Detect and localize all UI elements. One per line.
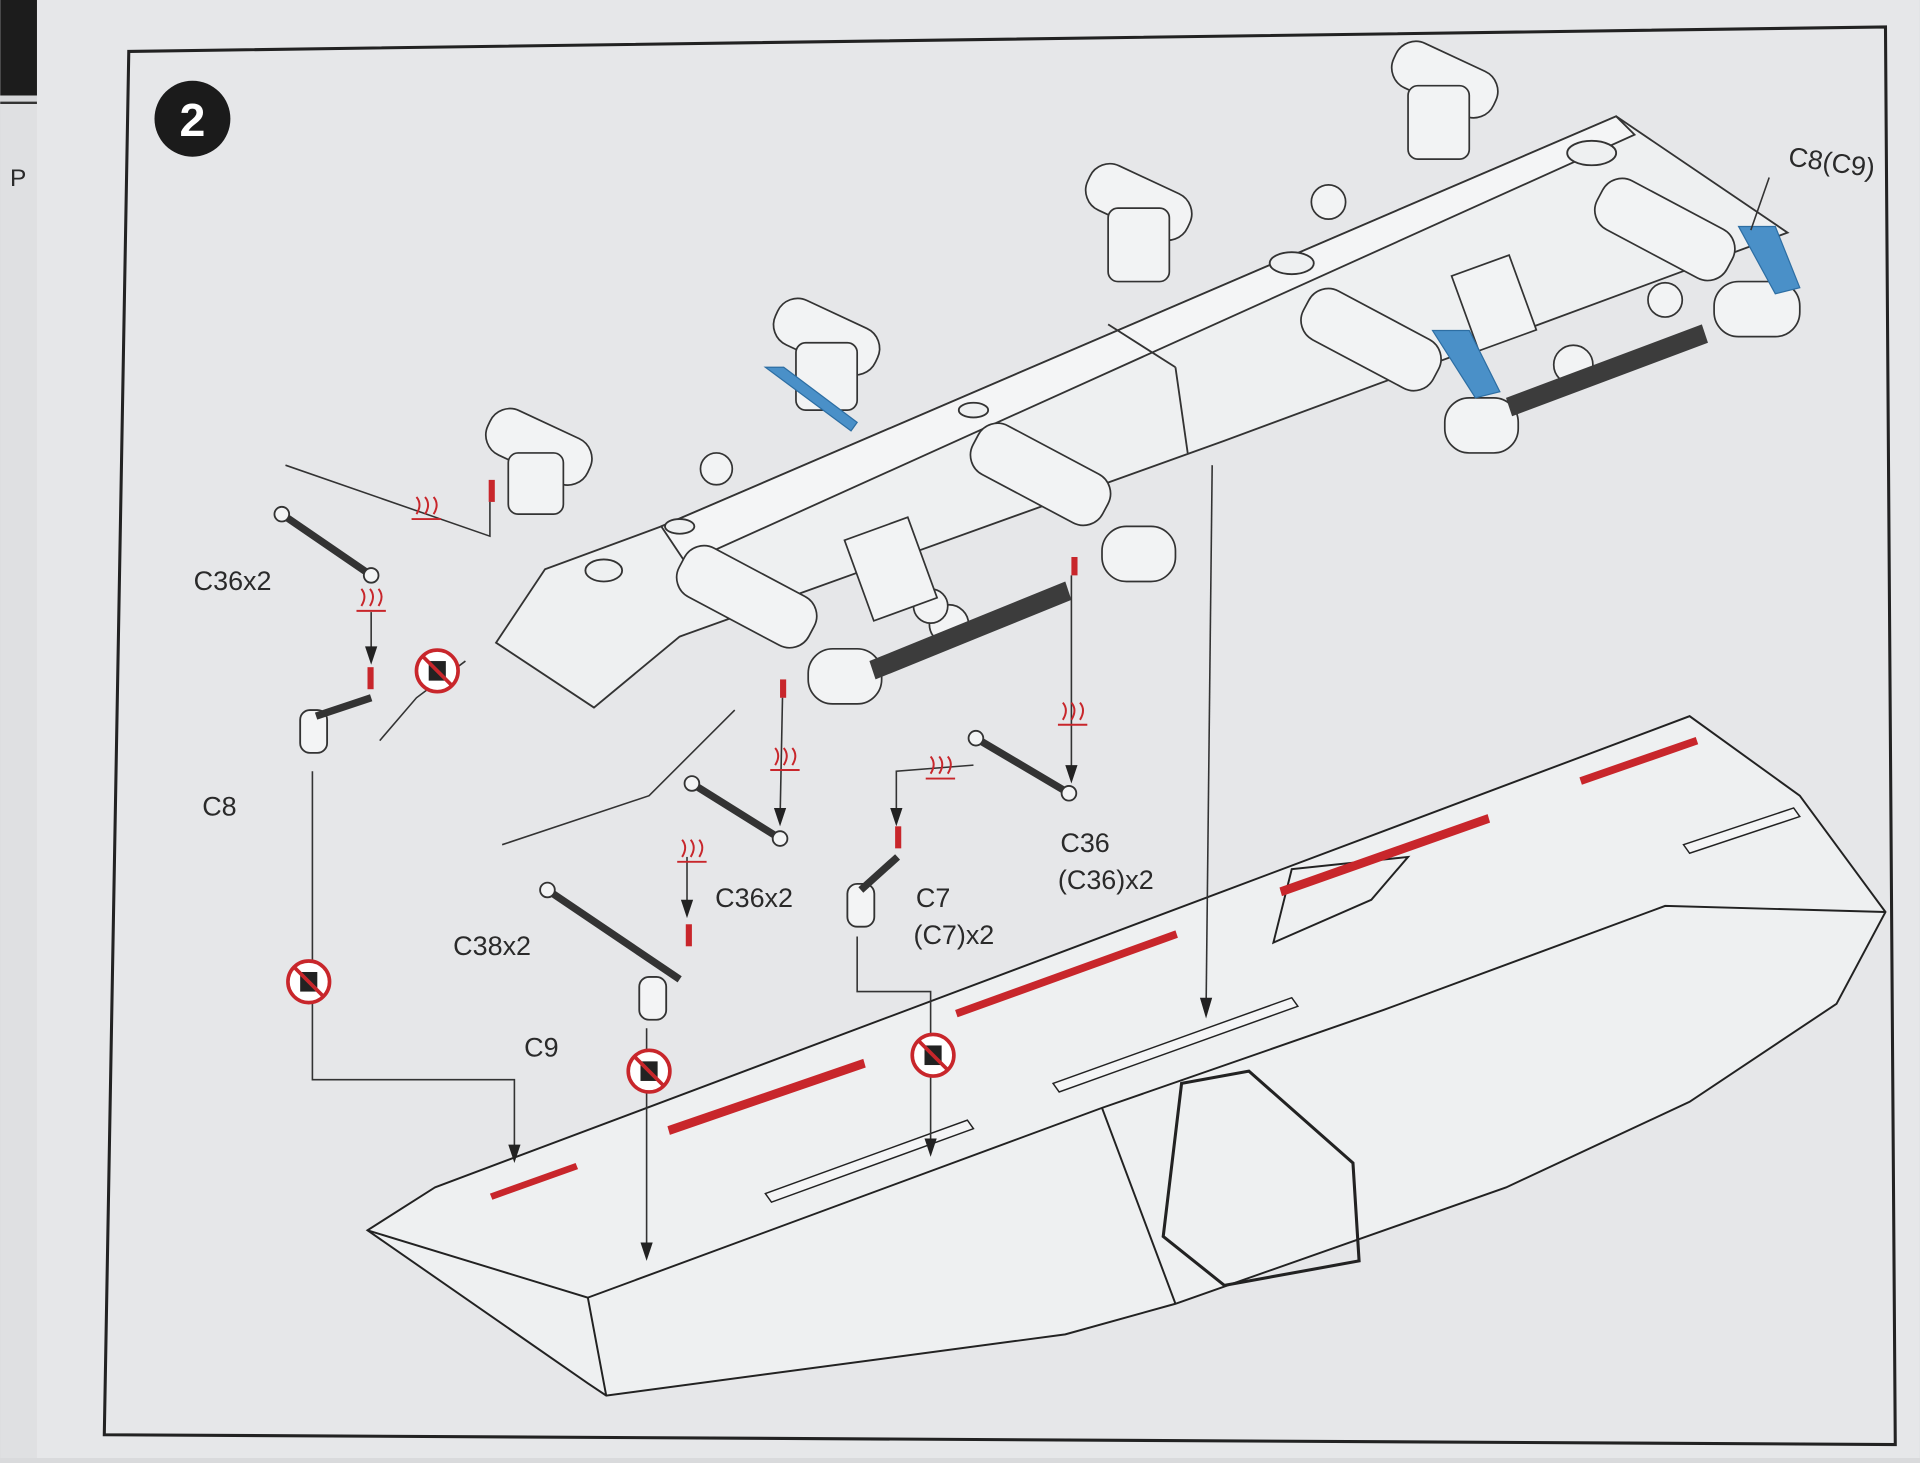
hull-strips — [764, 807, 1801, 1204]
chassis-beam — [494, 115, 1790, 709]
label-c36x2-paren: (C36)x2 — [1058, 865, 1154, 895]
step-number: 2 — [180, 94, 206, 146]
label-c36x2-top: C36x2 — [194, 566, 272, 596]
label-c38x2: C38x2 — [453, 931, 531, 961]
step-frame — [102, 25, 1897, 1447]
label-c7: C7 — [916, 883, 950, 913]
label-c36: C36 — [1060, 828, 1109, 858]
hull-red-glue-strips — [489, 736, 1699, 1200]
page-edge-letter: P — [10, 165, 26, 192]
label-c7x2: (C7)x2 — [913, 920, 994, 950]
label-c36x2-mid: C36x2 — [715, 883, 793, 913]
arrow-icon — [365, 646, 1213, 1261]
suspension-units — [484, 40, 1801, 705]
assembly-lines — [285, 177, 1770, 1255]
red-pins — [367, 479, 1078, 947]
no-glue-icon — [286, 648, 956, 1094]
glue-icon — [356, 496, 1088, 863]
label-c9: C9 — [524, 1032, 558, 1062]
loose-parts — [273, 505, 1078, 1021]
label-c8: C8 — [202, 791, 236, 821]
leaf-springs — [869, 324, 1708, 680]
step-badge: 2 — [154, 80, 231, 157]
blue-highlight-parts — [763, 225, 1801, 432]
